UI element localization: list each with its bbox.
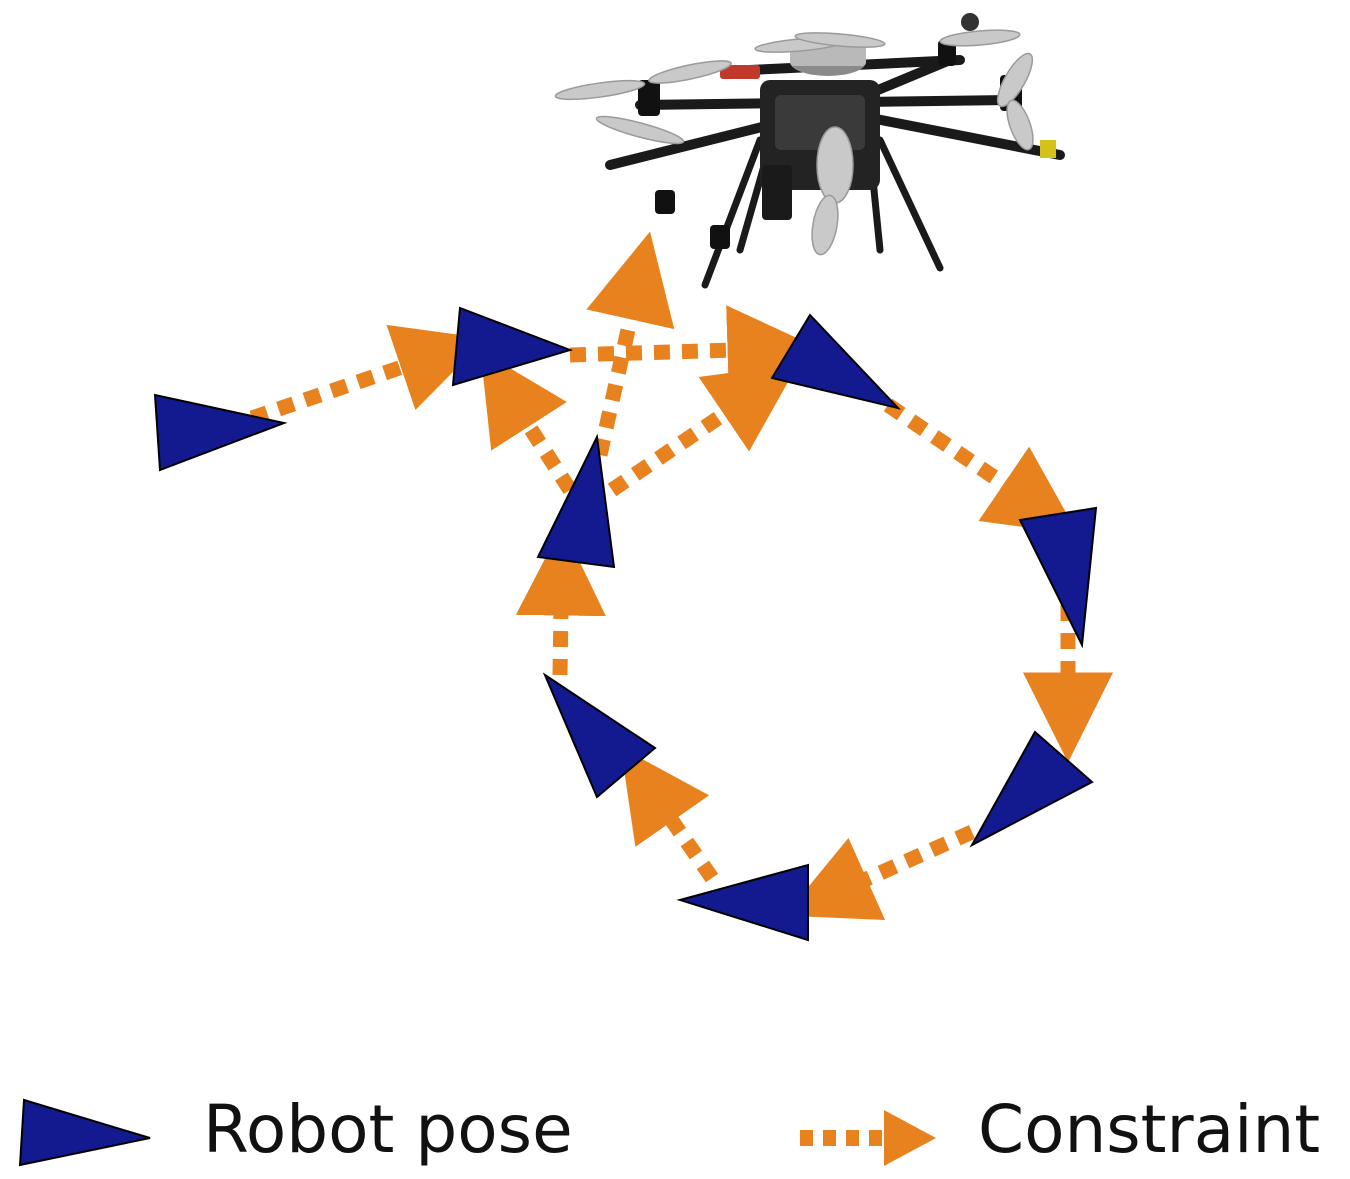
robot-pose-marker [536,433,616,569]
robot-pose-marker [451,306,574,387]
legend-robot-pose-label: Robot pose [203,1091,573,1168]
constraint-arrow [515,525,606,676]
hexacopter-drone-icon [554,13,1065,289]
constraint-arrow [249,324,487,426]
legend-pose-icon [18,1098,151,1167]
constraint-arrow [586,231,675,457]
constraint-arrow [620,747,719,883]
robot-pose-marker [969,730,1094,848]
robot-pose-marker [676,863,809,942]
robot-pose-marker [542,672,657,799]
legend-constraint-label: Constraint [978,1091,1321,1168]
robot-pose-marker [770,313,902,410]
constraint-arrow [784,825,976,921]
constraint-arrow [883,398,1079,535]
robot-pose-marker [1018,506,1098,649]
robot-pose-marker [153,393,288,472]
constraint-arrow [607,363,799,497]
legend-constraint-icon [800,1110,936,1166]
constraint-arrow [480,350,577,495]
constraint-arrow [569,305,818,396]
